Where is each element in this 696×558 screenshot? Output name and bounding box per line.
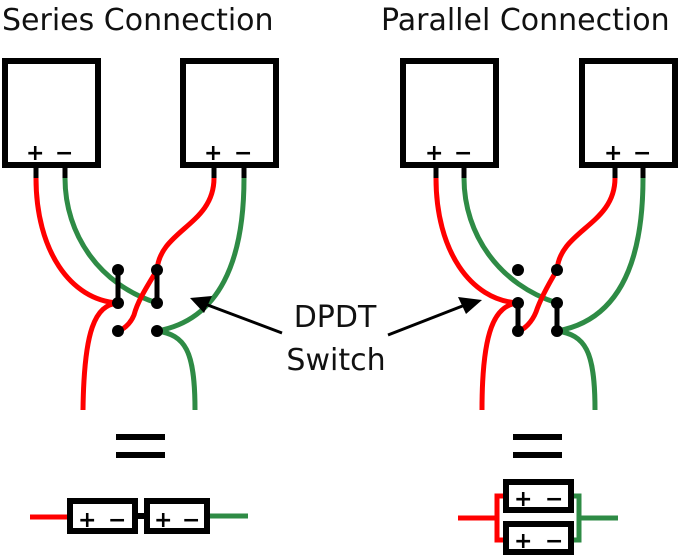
positive-bus xyxy=(494,493,506,543)
minus-terminal-label: − xyxy=(182,508,200,533)
series-battery-1: + − xyxy=(2,58,101,168)
switch-contact xyxy=(112,264,124,276)
minus-terminal-label: − xyxy=(108,508,126,533)
switch-contact xyxy=(512,325,524,337)
dpdt-label: DPDT xyxy=(294,300,377,335)
arrowhead-left-icon xyxy=(190,296,212,313)
parallel-panel: + − + − xyxy=(400,58,678,555)
annotation-arrow-left xyxy=(204,302,283,335)
annotation-arrow-right xyxy=(387,303,466,337)
battery-box xyxy=(579,58,678,168)
switch-contact xyxy=(151,325,163,337)
negative-wire xyxy=(156,177,247,334)
positive-wire xyxy=(117,177,217,334)
minus-terminal-label: − xyxy=(454,141,472,166)
plus-terminal-label: + xyxy=(204,141,222,166)
series-dpdt-switch xyxy=(112,264,163,337)
minus-terminal-label: − xyxy=(633,141,651,166)
switch-contact xyxy=(512,264,524,276)
plus-terminal-label: + xyxy=(514,487,532,512)
parallel-title: Parallel Connection xyxy=(381,3,670,38)
switch-contact xyxy=(112,325,124,337)
negative-output-wire xyxy=(556,328,598,411)
plus-terminal-label: + xyxy=(514,529,532,554)
battery-box xyxy=(400,58,499,168)
parallel-battery-1: + − xyxy=(400,58,499,168)
switch-contact xyxy=(151,264,163,276)
minus-terminal-label: − xyxy=(545,487,563,512)
plus-terminal-label: + xyxy=(26,141,44,166)
parallel-equivalent-symbol: + − + − xyxy=(458,479,618,555)
positive-wire xyxy=(517,177,618,334)
switch-contact xyxy=(551,325,563,337)
switch-contact xyxy=(151,297,163,309)
battery-box xyxy=(503,521,574,555)
negative-wire xyxy=(461,177,558,306)
switch-contact xyxy=(112,297,124,309)
series-panel: + − + − xyxy=(2,58,279,534)
equals-icon xyxy=(116,434,165,458)
plus-terminal-label: + xyxy=(78,508,96,533)
battery-box xyxy=(144,498,210,534)
minus-terminal-label: − xyxy=(545,529,563,554)
positive-wire xyxy=(33,177,119,306)
minus-terminal-label: − xyxy=(234,141,252,166)
positive-output-wire xyxy=(479,300,519,411)
negative-output-wire xyxy=(156,328,198,411)
plus-terminal-label: + xyxy=(154,508,172,533)
negative-bus xyxy=(571,493,582,543)
switch-contact xyxy=(551,297,563,309)
series-equivalent-symbol: + − + − xyxy=(30,498,248,534)
minus-terminal-label: − xyxy=(55,141,73,166)
plus-terminal-label: + xyxy=(425,141,443,166)
arrowhead-right-icon xyxy=(458,297,482,314)
equals-icon xyxy=(513,434,562,458)
battery-box xyxy=(180,58,279,168)
switch-contact xyxy=(551,264,563,276)
negative-wire xyxy=(556,177,646,334)
positive-wire xyxy=(433,177,519,306)
negative-wire xyxy=(62,177,158,306)
switch-label: Switch xyxy=(286,343,385,378)
dpdt-annotation: DPDT Switch xyxy=(190,296,482,378)
switch-contact xyxy=(512,297,524,309)
series-battery-2: + − xyxy=(180,58,279,168)
series-title: Series Connection xyxy=(2,3,274,38)
parallel-dpdt-switch xyxy=(512,264,563,337)
battery-box xyxy=(2,58,101,168)
positive-output-wire xyxy=(80,300,119,411)
parallel-battery-2: + − xyxy=(579,58,678,168)
battery-box xyxy=(67,498,138,534)
battery-box xyxy=(503,479,574,513)
plus-terminal-label: + xyxy=(604,141,622,166)
